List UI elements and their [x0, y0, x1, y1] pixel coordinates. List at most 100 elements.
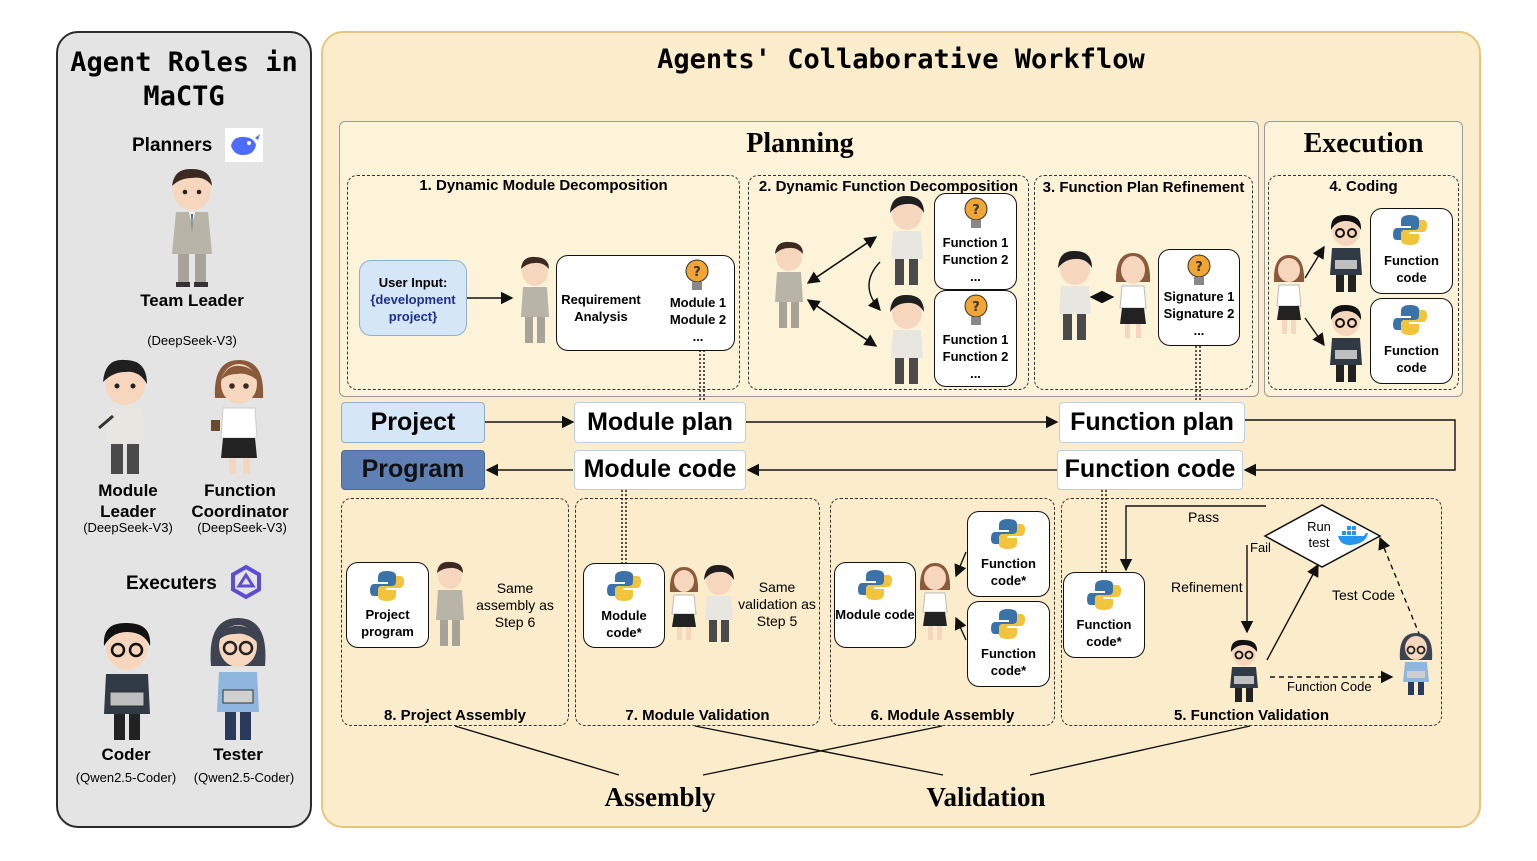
svg-text:?: ? — [1195, 260, 1203, 275]
function-code-star-box-c: Function code* — [1063, 572, 1145, 658]
python-logo-icon — [1391, 303, 1429, 342]
function-code-node: Function code — [1057, 450, 1243, 490]
python-logo-icon — [605, 569, 643, 608]
python-logo-icon — [989, 607, 1027, 646]
module-leader-small-figure — [698, 564, 740, 646]
user-input-label: User Input: — [378, 275, 448, 290]
same-assembly-note: Same assembly as Step 6 — [476, 580, 554, 630]
function-code-label: Function code — [1384, 343, 1439, 375]
team-leader-name: Team Leader — [140, 291, 244, 310]
team-leader-small-figure — [512, 255, 558, 347]
coder-figure — [94, 620, 160, 744]
module-leader-small-figure — [766, 240, 812, 332]
function-list-item: ... — [970, 269, 981, 284]
coder-name: Coder — [101, 745, 151, 764]
step3-box — [1034, 175, 1253, 390]
project-node: Project — [341, 402, 485, 443]
function-list-item: Function 1 — [942, 332, 1009, 347]
step4-title: 4. Coding — [1329, 178, 1398, 195]
signature-list-item: Signature 2 — [1163, 306, 1235, 321]
roles-title: Agent Roles in MaCTG — [70, 47, 298, 112]
user-input-value: {development project} — [370, 292, 456, 324]
module-leader-figure-a — [882, 195, 932, 289]
signature-list-item: Signature 1 — [1163, 289, 1235, 304]
planners-label: Planners — [132, 135, 213, 156]
team-leader-small-figure — [428, 560, 472, 650]
svg-text:?: ? — [972, 300, 980, 315]
docker-whale-icon — [1336, 524, 1368, 548]
function-code-star-label: Function code* — [981, 556, 1036, 588]
qwen-logo-icon — [228, 564, 264, 600]
module-code-label: Module code — [835, 607, 915, 622]
svg-text:?: ? — [972, 203, 980, 218]
step8-title: 8. Project Assembly — [383, 707, 526, 724]
test-code-label: Test Code — [1332, 587, 1396, 603]
step6-title: 6. Module Assembly — [870, 707, 1015, 724]
lightbulb-icon: ? — [1185, 253, 1213, 289]
coder-small-figure — [1324, 303, 1368, 385]
module-code-node: Module code — [574, 450, 746, 490]
agent-roles-panel — [56, 31, 312, 828]
module-list-item: Module 2 — [669, 312, 727, 327]
refinement-label: Refinement — [1171, 579, 1243, 595]
module-leader-name: Module Leader — [98, 481, 158, 521]
step3-title: 3. Function Plan Refinement — [1042, 179, 1245, 196]
project-program-label: Project program — [361, 607, 414, 639]
user-input-box: User Input: {development project} — [359, 260, 467, 336]
coordinator-small-figure — [666, 566, 702, 644]
function-coordinator-name: Function Coordinator — [191, 481, 289, 521]
requirement-analysis-label: Requirement Analysis — [561, 292, 641, 324]
coordinator-small-figure — [1270, 254, 1308, 338]
function-code-label: Function code — [1384, 253, 1439, 285]
tester-model: (Qwen2.5-Coder) — [193, 770, 295, 785]
workflow-title: Agents' Collaborative Workflow — [657, 44, 1145, 75]
step2-title: 2. Dynamic Function Decomposition — [758, 178, 1019, 195]
step8-box — [341, 498, 569, 726]
coder-model: (Qwen2.5-Coder) — [75, 770, 177, 785]
module-leader-figure — [93, 358, 157, 478]
function-code-star-label: Function code* — [981, 646, 1036, 678]
coordinator-small-figure — [916, 562, 954, 644]
function-list-item: Function 2 — [942, 252, 1009, 267]
function-code-arrow-label: Function Code — [1287, 679, 1372, 694]
step2-box — [748, 175, 1029, 390]
module-code-star-label: Module code* — [601, 608, 647, 640]
module-leader-figure-c — [1050, 250, 1100, 344]
same-validation-note: Same validation as Step 5 — [738, 579, 816, 629]
function-coordinator-model: (DeepSeek-V3) — [197, 520, 287, 535]
validation-label: Validation — [926, 782, 1046, 812]
execution-label: Execution — [1303, 128, 1424, 159]
step1-box — [347, 175, 740, 390]
signature-list-item: ... — [1193, 323, 1205, 338]
deepseek-logo-icon — [225, 128, 263, 162]
run-test-label: Run test — [1307, 519, 1331, 550]
lightbulb-icon: ? — [962, 196, 990, 232]
team-leader-figure — [160, 166, 224, 290]
function-code-star-box-a: Function code* — [967, 511, 1050, 597]
coder-small-figure — [1324, 213, 1368, 295]
team-leader-model: (DeepSeek-V3) — [147, 333, 237, 348]
program-node: Program — [341, 450, 485, 490]
step7-box — [575, 498, 820, 726]
assembly-label: Assembly — [604, 782, 716, 812]
python-logo-icon — [989, 517, 1027, 556]
module-leader-model: (DeepSeek-V3) — [83, 520, 173, 535]
module-list-item: ... — [692, 329, 704, 344]
function-code-star-label: Function code* — [1076, 617, 1132, 649]
lightbulb-icon: ? — [683, 258, 711, 294]
step5-box — [1061, 498, 1442, 726]
module-list: Module 1 Module 2 ... — [664, 294, 732, 345]
function-list-item: Function 1 — [942, 235, 1009, 250]
tester-name: Tester — [213, 745, 263, 764]
python-logo-icon — [1391, 213, 1429, 252]
step5-title: 5. Function Validation — [1173, 707, 1329, 724]
pass-label: Pass — [1188, 509, 1220, 525]
function-list-item: ... — [970, 366, 981, 381]
svg-text:?: ? — [693, 265, 701, 280]
planning-label: Planning — [746, 128, 854, 159]
module-plan-node: Module plan — [574, 402, 746, 443]
function-coordinator-small-figure — [1111, 252, 1155, 342]
step7-title: 7. Module Validation — [625, 707, 770, 724]
lightbulb-icon: ? — [962, 293, 990, 329]
